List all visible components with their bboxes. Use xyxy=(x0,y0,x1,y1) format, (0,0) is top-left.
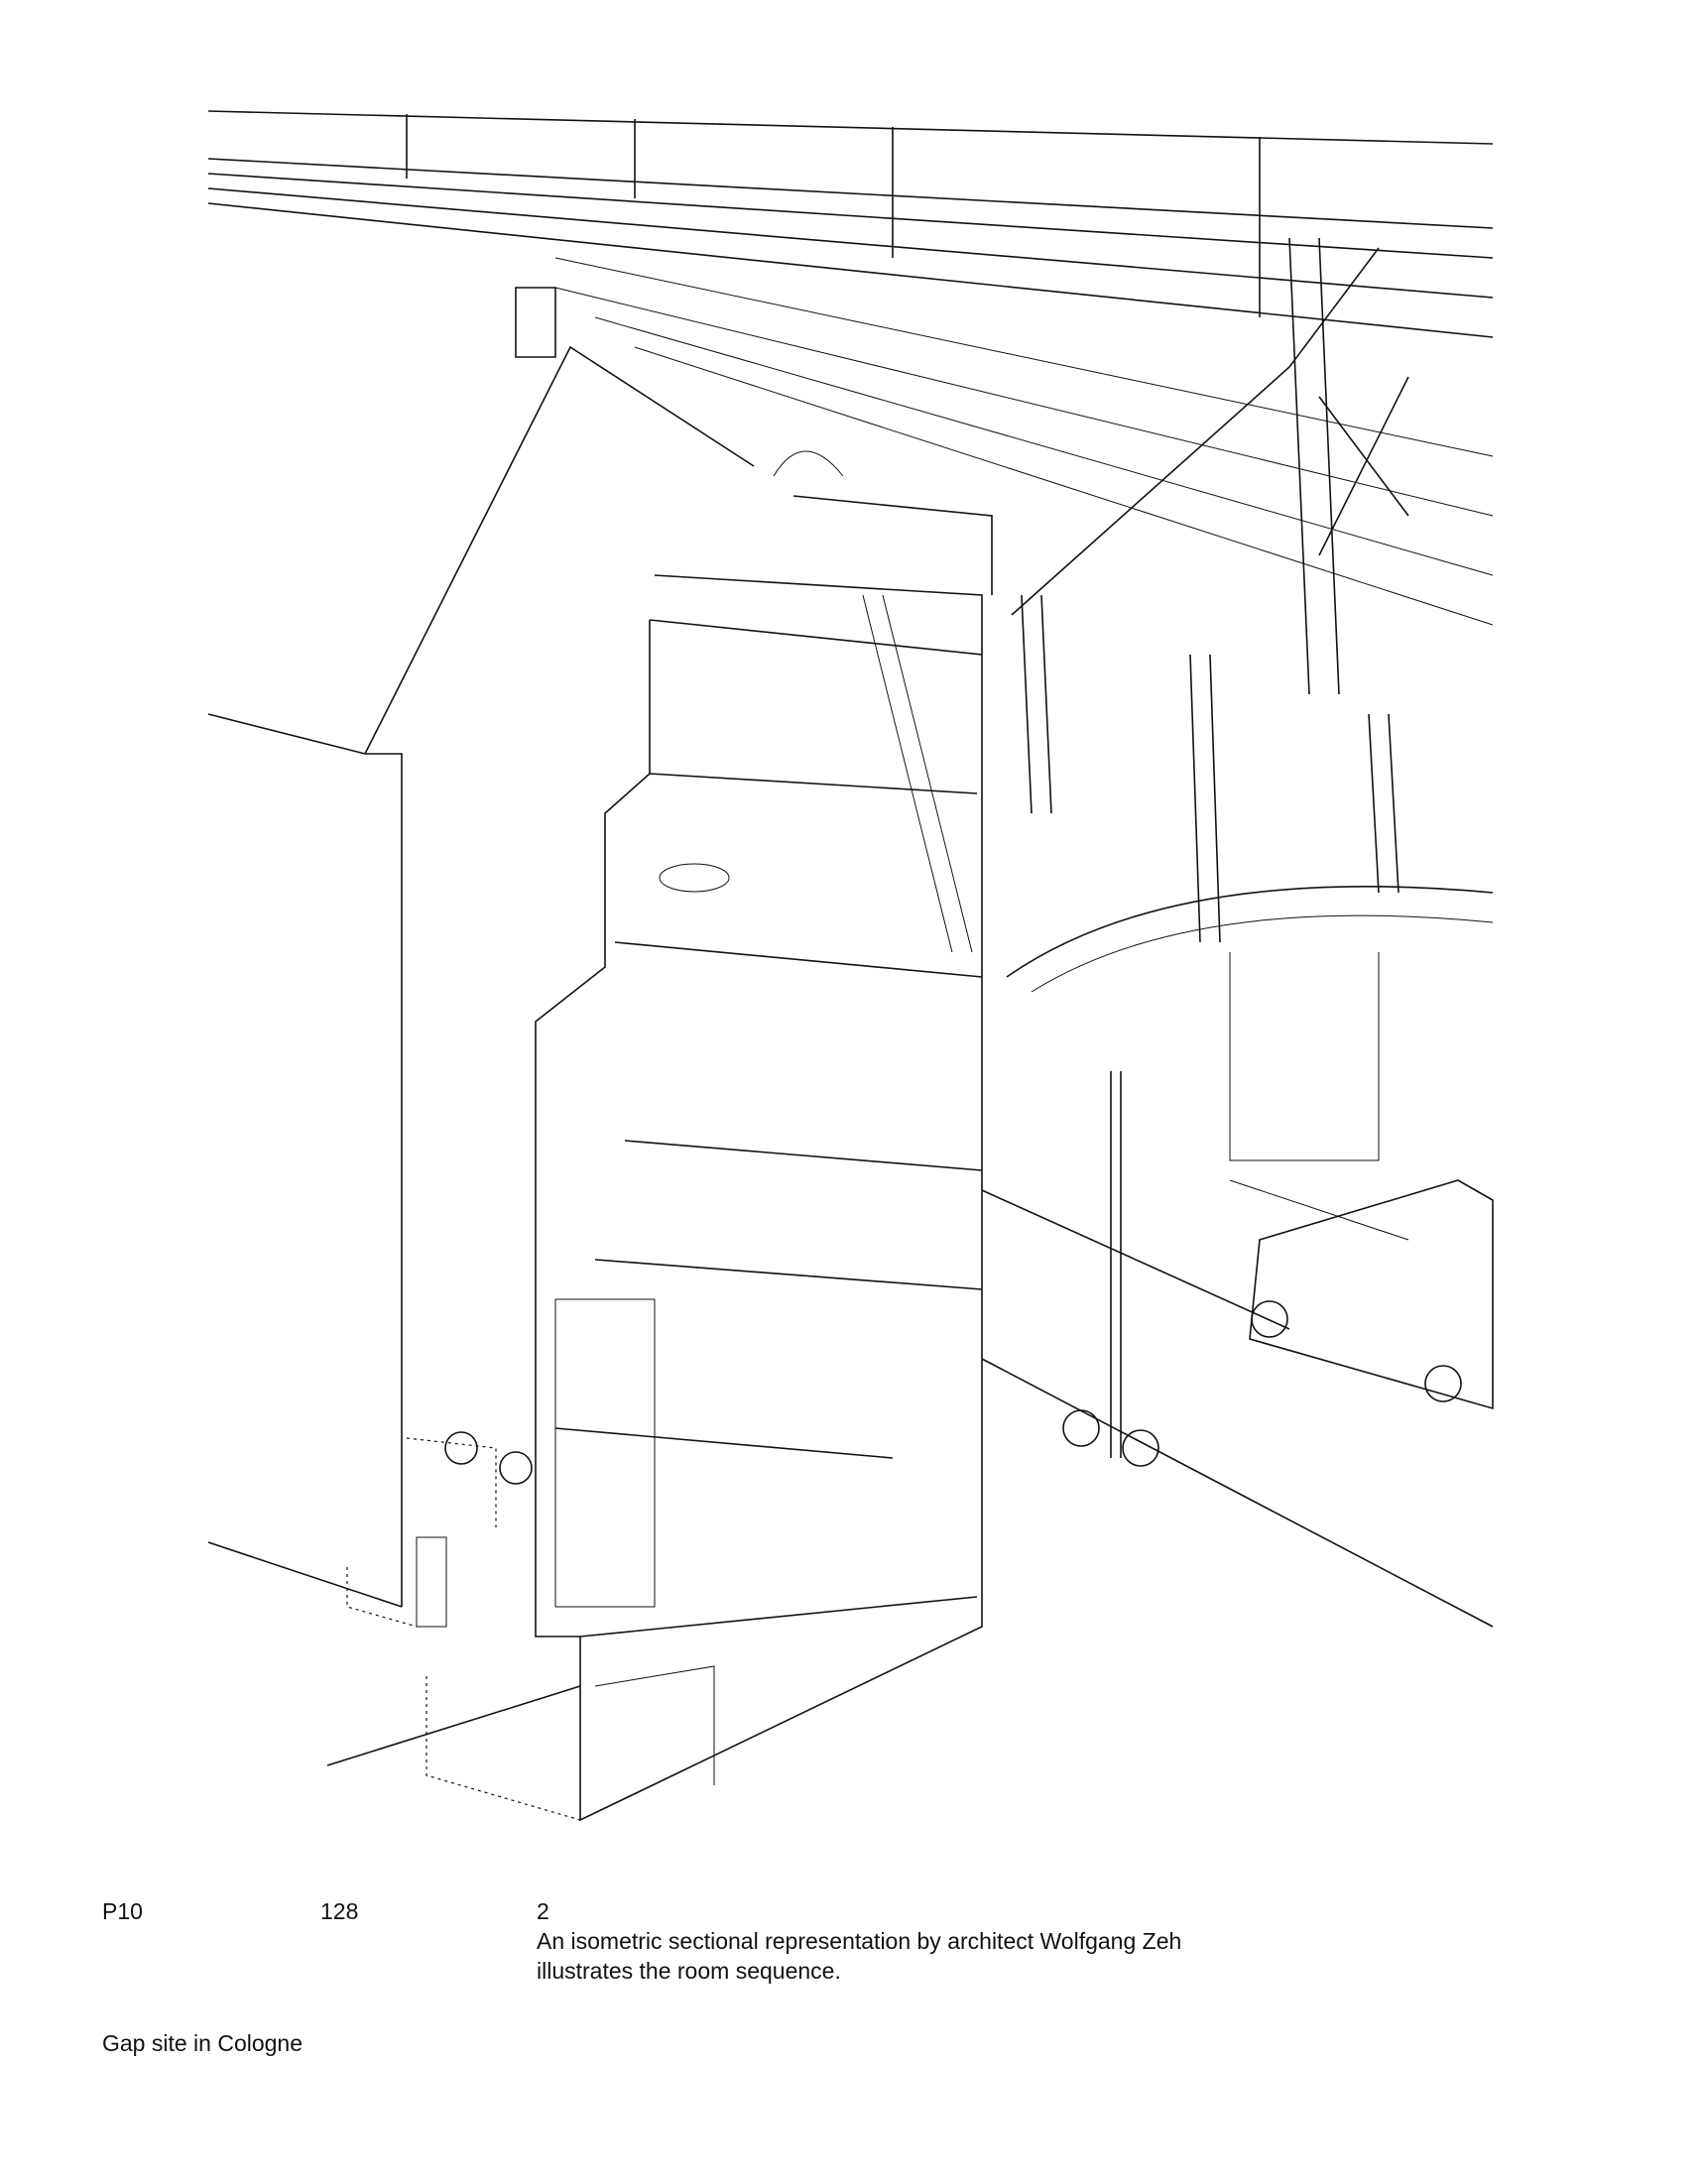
street-scene xyxy=(416,886,1494,1628)
isometric-section-drawing xyxy=(207,110,1494,1822)
figure-caption-line-2: illustrates the room sequence. xyxy=(537,1958,841,1984)
project-title: Gap site in Cologne xyxy=(102,2030,304,2056)
tower-house-section xyxy=(326,450,993,1822)
section-code: P10 xyxy=(102,1898,143,1924)
page-number: 128 xyxy=(320,1898,359,1924)
neighbour-house xyxy=(207,287,755,1608)
railway-viaduct xyxy=(207,110,1494,943)
figure-number: 2 xyxy=(537,1898,549,1924)
figure-caption-line-1: An isometric sectional representation by… xyxy=(537,1928,1182,1954)
